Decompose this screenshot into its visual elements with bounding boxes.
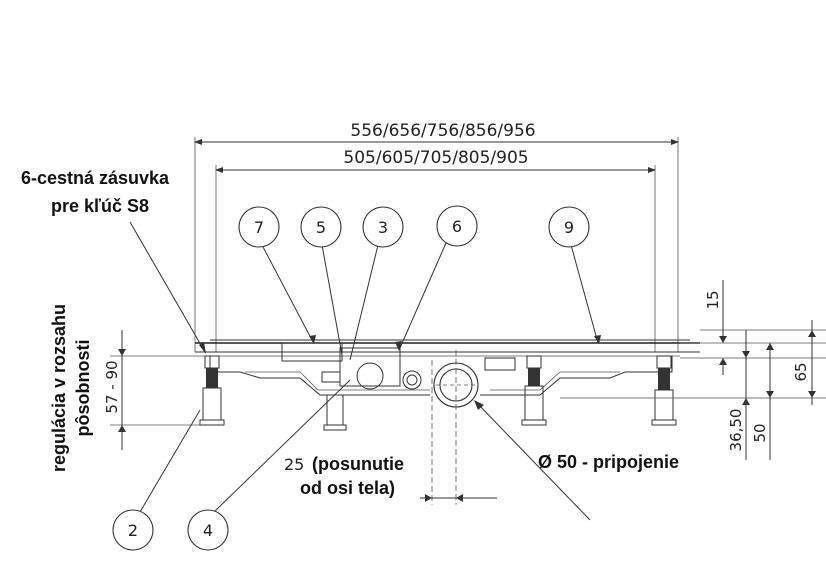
socket-label: 6-cestná zásuvka pre kľúč S8 [21,168,206,354]
offset-line1: (posunutie [312,454,404,474]
offset-dimension: 25 (posunutie od osi tela) [284,454,497,502]
leg-right-center [521,355,547,426]
callout-2-number: 2 [128,521,138,540]
dim-36-50-label: 36,50 [727,409,745,452]
leg-left [199,355,225,426]
leg-right [651,355,677,426]
offset-value: 25 [284,455,304,474]
callout-6-number: 6 [452,217,462,236]
callout-7-number: 7 [254,218,264,237]
callout-3-number: 3 [378,218,388,237]
callout-5-number: 5 [316,218,326,237]
callout-2: 2 [112,509,154,551]
leg-center [323,394,347,431]
overall-width-dimension: 556/656/756/856/956 [194,121,679,352]
regulation-label: regulácia v rozsahu pôsobnosti [49,304,93,472]
callout-9-number: 9 [564,218,574,237]
callout-5: 5 [300,206,342,248]
overall-width-label: 556/656/756/856/956 [350,121,535,141]
offset-line2: od osi tela) [300,478,395,498]
inner-width-label: 505/605/705/805/905 [343,148,528,168]
dim-65-label: 65 [792,362,810,381]
shower-tray-body [195,339,700,505]
callout-3: 3 [362,206,404,248]
dim-50-label: 50 [751,423,769,442]
callout-leaders [139,242,601,513]
regulation-line1: regulácia v rozsahu [49,304,69,472]
right-height-dimensions: 15 36,50 50 65 [560,280,826,460]
callout-4: 4 [187,509,229,551]
drain-pipe [433,350,479,505]
callout-7: 7 [238,206,280,248]
dim-15-label: 15 [704,290,722,309]
socket-line2: pre kľúč S8 [51,196,149,216]
callout-4-number: 4 [203,521,213,540]
leg-range-dimension: 57 - 90 [103,330,205,450]
socket-line1: 6-cestná zásuvka [21,168,170,188]
drain-label: Ø 50 - pripojenie [474,400,679,521]
callout-6: 6 [436,205,478,247]
drain-text: Ø 50 - pripojenie [538,452,679,472]
leg-range-label: 57 - 90 [103,360,121,413]
callout-9: 9 [548,206,590,248]
inner-width-dimension: 505/605/705/805/905 [215,148,656,352]
regulation-line2: pôsobnosti [73,340,93,437]
